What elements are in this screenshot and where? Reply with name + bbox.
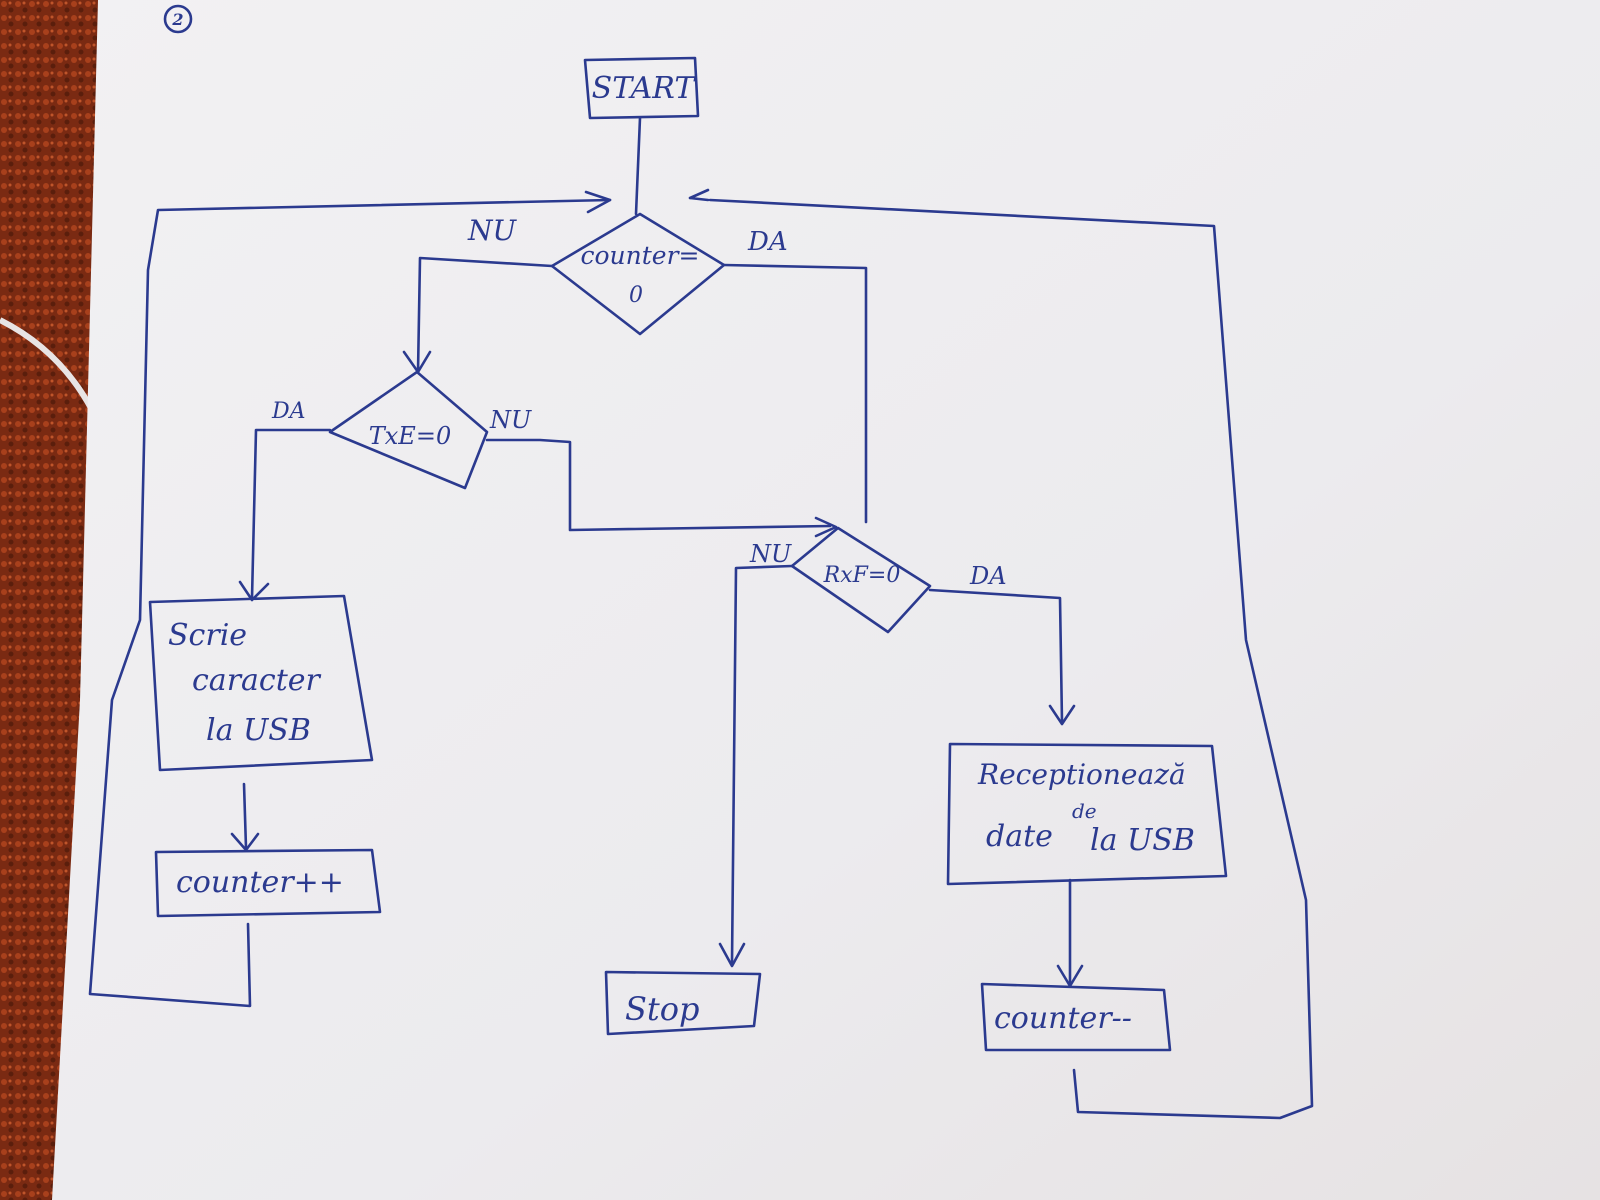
decision-rxf-text: RxF=0 <box>823 563 901 588</box>
arrowhead <box>814 516 838 538</box>
decision-counter-zero: counter= 0 <box>550 212 726 336</box>
arrowhead <box>718 942 746 968</box>
write-text-2: caracter <box>192 663 322 698</box>
process-counter-decrement: counter-- <box>980 982 1172 1052</box>
receive-text-2b: de <box>1072 799 1097 823</box>
receive-text-1: Receptionează <box>977 758 1186 791</box>
edge-rxf-no <box>730 564 794 964</box>
process-write-usb: Scrie caracter la USB <box>148 594 374 772</box>
edge-txe-yes <box>250 428 332 600</box>
process-receive-usb: Receptionează date de la USB <box>946 742 1228 886</box>
arrowhead <box>584 190 612 214</box>
edge-start-to-counter <box>634 116 642 216</box>
decision-counter-text-2: 0 <box>629 283 643 308</box>
start-node: START <box>583 56 700 120</box>
cable <box>0 317 95 412</box>
counter-inc-text: counter++ <box>176 865 344 900</box>
decision-counter-text-1: counter= <box>581 241 700 270</box>
receive-text-3: la USB <box>1090 823 1195 858</box>
page-number-badge: 2 <box>163 4 193 34</box>
label-txe-no: NU <box>489 406 532 434</box>
edge-counter-no <box>416 256 554 374</box>
receive-text-2: date <box>986 819 1053 854</box>
paper-sheet <box>52 0 1600 1200</box>
edge-inc-loop-back <box>88 198 612 1008</box>
write-text-3: la USB <box>206 713 311 748</box>
edge-write-to-inc <box>242 782 248 850</box>
decision-txe-text: TxE=0 <box>369 422 451 450</box>
stop-label: Stop <box>625 990 700 1028</box>
stop-node: Stop <box>604 970 762 1036</box>
label-counter-yes: DA <box>747 227 788 257</box>
start-label: START <box>592 71 697 106</box>
edge-dec-loop-back <box>708 198 1314 1120</box>
label-rxf-yes: DA <box>969 562 1007 590</box>
label-txe-yes: DA <box>271 399 306 424</box>
label-counter-no: NU <box>467 214 518 247</box>
arrowhead <box>1048 704 1076 726</box>
page-number: 2 <box>171 10 183 29</box>
decision-rxf-zero: RxF=0 <box>790 526 932 634</box>
decision-txe-zero: TxE=0 <box>328 370 489 490</box>
process-counter-increment: counter++ <box>154 848 382 918</box>
edge-counter-yes <box>722 263 868 524</box>
write-text-1: Scrie <box>168 618 247 653</box>
counter-dec-text: counter-- <box>994 1001 1132 1036</box>
label-rxf-no: NU <box>749 540 792 568</box>
edge-txe-no <box>485 438 832 532</box>
arrowhead <box>688 188 710 202</box>
edge-rxf-yes <box>928 588 1064 724</box>
